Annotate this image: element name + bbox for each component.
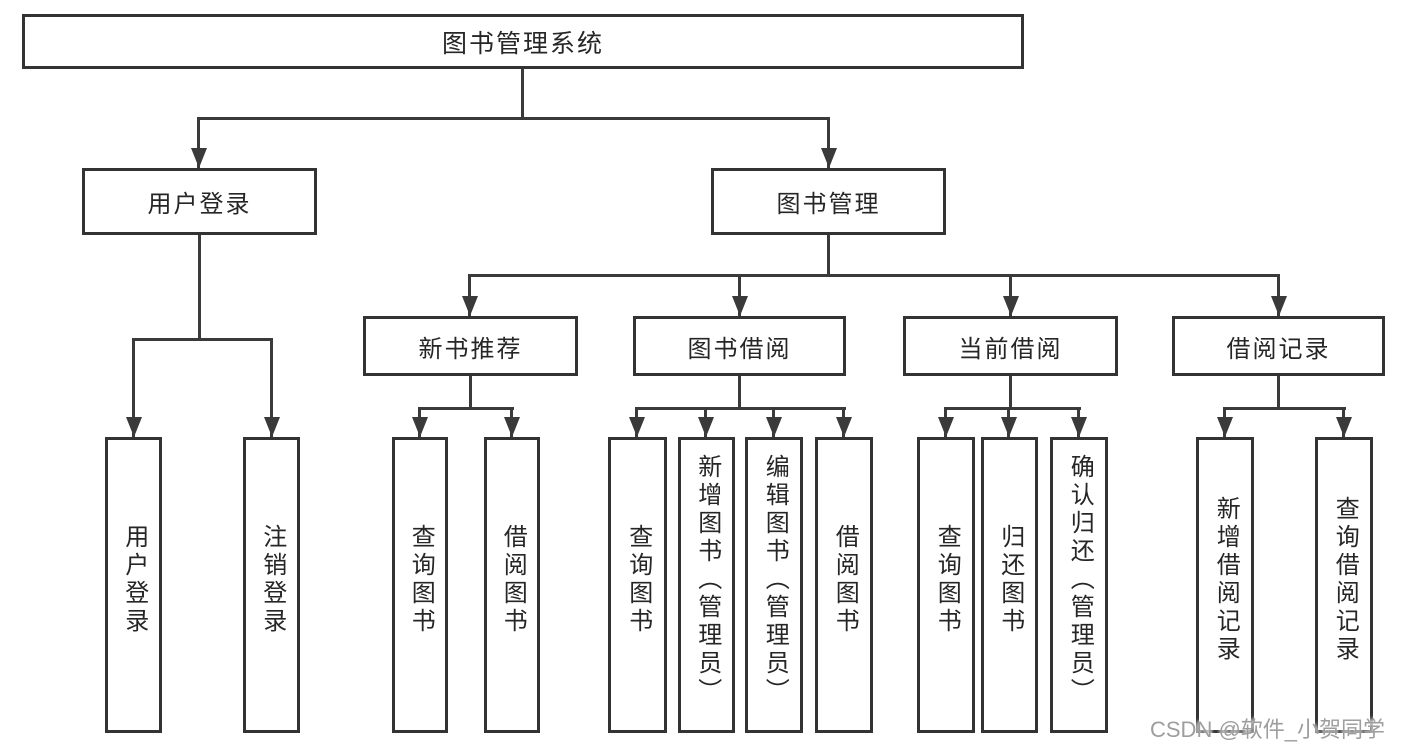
connector-line-new-books-stub bbox=[469, 376, 472, 407]
connector-line-new-books-bar bbox=[418, 407, 514, 410]
node-current-borrow: 当前借阅 bbox=[903, 316, 1118, 376]
connector-arrow-to-borrow-records bbox=[1277, 274, 1280, 316]
leaf-add-books-admin: 新增图书（管理员） bbox=[678, 437, 735, 733]
connector-arrow-to-nb-query bbox=[418, 407, 421, 437]
connector-arrow-to-login-user bbox=[132, 338, 135, 437]
connector-arrow-to-user-login bbox=[197, 117, 200, 168]
leaf-user-login: 用户登录 bbox=[105, 437, 162, 733]
connector-arrow-to-bb-add bbox=[704, 407, 707, 437]
connector-line-borrow-records-bar bbox=[1223, 407, 1346, 410]
connector-arrow-to-bb-query bbox=[635, 407, 638, 437]
connector-arrow-to-current-borrow bbox=[1009, 274, 1012, 316]
connector-arrow-to-cb-return bbox=[1007, 407, 1010, 437]
leaf-query-books-current: 查询图书 bbox=[917, 437, 975, 733]
connector-arrow-to-login-logout bbox=[270, 338, 273, 437]
connector-arrow-to-br-query bbox=[1342, 407, 1345, 437]
connector-line-book-borrow-bar bbox=[635, 407, 846, 410]
connector-arrow-to-bb-edit bbox=[772, 407, 775, 437]
csdn-watermark: CSDN @软件_小贺同学 bbox=[1150, 717, 1386, 742]
connector-line-book-mgmt-bar bbox=[468, 274, 1280, 277]
connector-line-current-borrow-bar bbox=[944, 407, 1081, 410]
connector-line-root-bar bbox=[198, 117, 830, 120]
connector-line-current-borrow-stub bbox=[1009, 376, 1012, 407]
connector-line-book-mgmt-stub bbox=[827, 235, 830, 274]
leaf-logout: 注销登录 bbox=[243, 437, 300, 733]
leaf-query-books-borrow: 查询图书 bbox=[608, 437, 667, 733]
leaf-return-books: 归还图书 bbox=[981, 437, 1038, 733]
connector-arrow-to-cb-query bbox=[944, 407, 947, 437]
connector-arrow-to-book-mgmt bbox=[827, 117, 830, 168]
leaf-add-borrow-record: 新增借阅记录 bbox=[1196, 437, 1254, 733]
connector-line-user-login-bar bbox=[132, 338, 273, 341]
connector-arrow-to-cb-confirm bbox=[1077, 407, 1080, 437]
connector-arrow-to-br-add bbox=[1223, 407, 1226, 437]
connector-line-root-stub bbox=[521, 69, 524, 117]
leaf-query-borrow-record: 查询借阅记录 bbox=[1315, 437, 1373, 733]
node-new-books: 新书推荐 bbox=[363, 316, 578, 376]
connector-arrow-to-book-borrow bbox=[738, 274, 741, 316]
connector-line-user-login-stub bbox=[198, 235, 201, 338]
leaf-confirm-return-admin: 确认归还（管理员） bbox=[1050, 437, 1108, 733]
leaf-edit-books-admin: 编辑图书（管理员） bbox=[745, 437, 803, 733]
connector-line-borrow-records-stub bbox=[1277, 376, 1280, 407]
connector-line-book-borrow-stub bbox=[738, 376, 741, 407]
leaf-borrow-books-newbooks: 借阅图书 bbox=[484, 437, 540, 733]
leaf-query-books-newbooks: 查询图书 bbox=[392, 437, 448, 733]
node-book-borrow: 图书借阅 bbox=[633, 316, 846, 376]
connector-arrow-to-bb-borrow bbox=[842, 407, 845, 437]
connector-arrow-to-nb-borrow bbox=[510, 407, 513, 437]
node-book-mgmt: 图书管理 bbox=[711, 168, 946, 235]
node-root: 图书管理系统 bbox=[22, 14, 1024, 69]
leaf-borrow-books-borrow: 借阅图书 bbox=[815, 437, 873, 733]
connector-arrow-to-new-books bbox=[468, 274, 471, 316]
node-user-login: 用户登录 bbox=[82, 168, 317, 235]
node-borrow-records: 借阅记录 bbox=[1172, 316, 1385, 376]
